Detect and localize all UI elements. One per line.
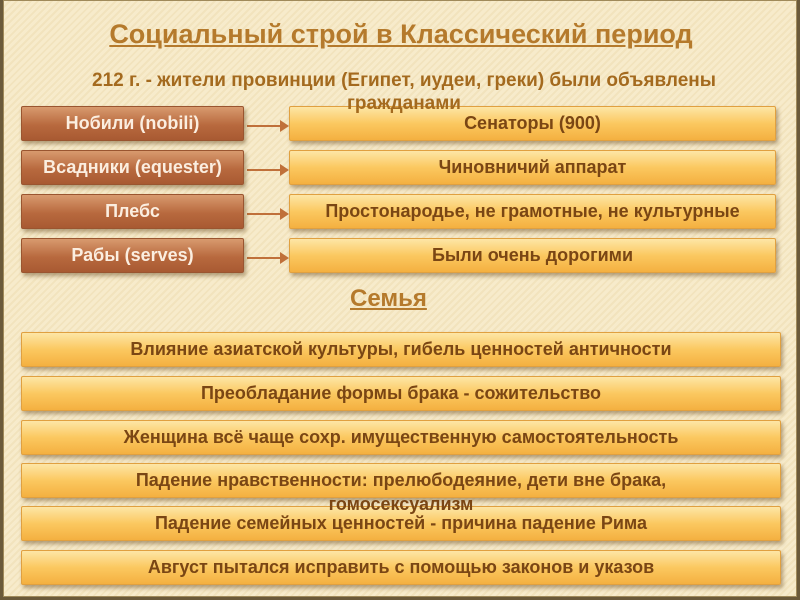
class-equester: Всадники (equester) [21, 150, 244, 185]
family-item: Преобладание формы брака - сожительство [21, 376, 781, 411]
slide: Социальный строй в Классический период 2… [3, 0, 797, 597]
family-item: Женщина всё чаще сохр. имущественную сам… [21, 420, 781, 455]
class-slaves: Рабы (serves) [21, 238, 244, 273]
officials-box: Чиновничий аппарат [289, 150, 776, 185]
senators-box: Сенаторы (900) [289, 106, 776, 141]
family-item: Август пытался исправить с помощью закон… [21, 550, 781, 585]
arrow-icon [247, 120, 289, 132]
commoners-box: Простонародье, не грамотные, не культурн… [289, 194, 776, 229]
arrow-icon [247, 252, 289, 264]
slaves-desc-box: Были очень дорогими [289, 238, 776, 273]
class-plebs: Плебс [21, 194, 244, 229]
family-item: Падение нравственности: прелюбодеяние, д… [21, 463, 781, 514]
subtitle: 212 г. - жители провинции (Египет, иудеи… [92, 70, 716, 114]
family-item: Влияние азиатской культуры, гибель ценно… [21, 332, 781, 367]
slide-title: Социальный строй в Классический период [109, 19, 693, 49]
class-nobili: Нобили (nobili) [21, 106, 244, 141]
arrow-icon [247, 164, 289, 176]
family-item: Падение семейных ценностей - причина пад… [21, 506, 781, 541]
arrow-icon [247, 208, 289, 220]
family-heading: Семья [350, 285, 427, 312]
